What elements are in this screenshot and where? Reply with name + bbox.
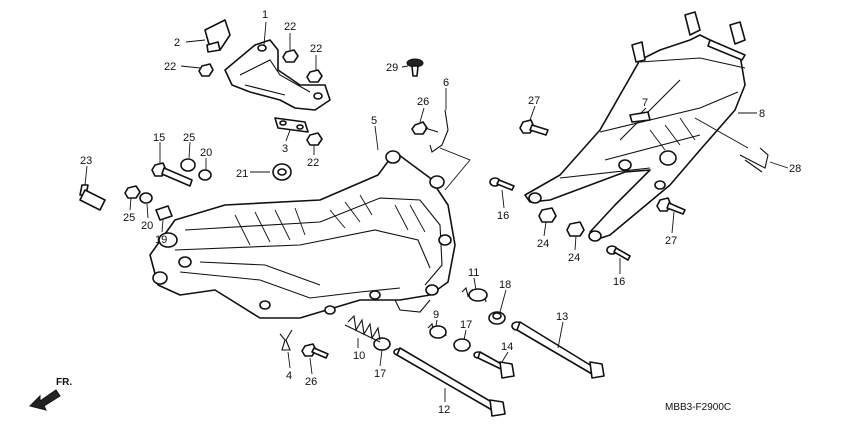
part-27-bolt-right	[656, 197, 686, 215]
part-26-bolt-lower	[301, 343, 329, 359]
part-14-bolt	[473, 351, 515, 379]
part-19-collar	[155, 205, 173, 221]
part-2-bracket	[204, 19, 231, 53]
part-27-bolt-left	[519, 119, 549, 136]
callout-12: 12	[438, 404, 450, 416]
part-20-collar-lower	[139, 192, 153, 204]
part-9-spring	[427, 322, 447, 339]
part-17-collar-right	[453, 338, 471, 352]
callout-22-c: 22	[164, 61, 176, 73]
callout-21: 21	[236, 168, 248, 180]
callout-17-left: 17	[374, 368, 386, 380]
callout-16-lower: 16	[613, 276, 625, 288]
leader-lines	[84, 21, 789, 402]
callout-14: 14	[501, 341, 513, 353]
part-12-long-bolt	[393, 347, 506, 417]
part-26-bolt	[411, 121, 439, 135]
callout-10: 10	[353, 350, 365, 362]
callout-22-d: 22	[307, 157, 319, 169]
part-16-bolt-upper	[489, 177, 515, 191]
callout-20-upper: 20	[200, 147, 212, 159]
callout-6: 6	[443, 77, 449, 89]
callout-26-upper: 26	[417, 96, 429, 108]
part-10-spring	[344, 314, 381, 343]
part-24-nut-right	[566, 221, 585, 237]
part-1-bracket	[224, 39, 331, 111]
callout-2: 2	[174, 37, 180, 49]
part-20-collar-upper	[198, 169, 212, 181]
main-frame	[149, 150, 456, 319]
front-direction-arrow	[29, 389, 61, 411]
part-13-long-bolt	[511, 321, 605, 379]
part-22-nuts	[198, 49, 323, 146]
callout-20-lower: 20	[141, 220, 153, 232]
callout-24-right: 24	[568, 252, 580, 264]
callout-22-a: 22	[284, 21, 296, 33]
part-7-plate	[629, 111, 651, 123]
part-25-collar-upper	[180, 158, 196, 172]
callout-7: 7	[642, 97, 648, 109]
callout-22-b: 22	[310, 43, 322, 55]
part-21-grommet	[272, 163, 292, 181]
callout-27-left: 27	[528, 95, 540, 107]
callout-19: 19	[155, 234, 167, 246]
callout-13: 13	[556, 311, 568, 323]
part-6-wire	[429, 109, 449, 153]
callout-25-lower: 25	[123, 212, 135, 224]
part-15-bolt	[151, 162, 193, 187]
part-16-bolt-lower	[606, 245, 631, 261]
part-23-bolt	[79, 184, 106, 211]
part-18-collar	[488, 311, 506, 325]
callout-15: 15	[153, 132, 165, 144]
part-29-clip	[406, 58, 424, 77]
part-4-clip	[279, 329, 293, 351]
callout-8: 8	[759, 108, 765, 120]
callout-11: 11	[468, 267, 479, 279]
callout-28: 28	[789, 163, 801, 175]
callout-26-lower: 26	[305, 376, 317, 388]
callout-24-left: 24	[537, 238, 549, 250]
part-24-nut-left	[538, 207, 557, 223]
diagram-code: MBB3-F2900C	[665, 402, 731, 413]
callout-1: 1	[262, 9, 268, 21]
callout-3: 3	[282, 143, 288, 155]
part-11-spring	[461, 286, 488, 303]
callout-17-right: 17	[460, 319, 472, 331]
callout-25-upper: 25	[183, 132, 195, 144]
callout-29: 29	[386, 62, 398, 74]
callout-9: 9	[433, 309, 439, 321]
callout-23: 23	[80, 155, 92, 167]
callout-18: 18	[499, 279, 511, 291]
callout-4: 4	[286, 370, 292, 382]
front-direction-label: FR.	[56, 377, 72, 388]
callout-5: 5	[371, 115, 377, 127]
part-28-clamp	[739, 147, 769, 173]
part-25-collar-lower	[124, 185, 141, 199]
callout-16-upper: 16	[497, 210, 509, 222]
rear-subframe	[524, 11, 746, 242]
part-3-plate	[274, 117, 309, 133]
callout-27-right: 27	[665, 235, 677, 247]
